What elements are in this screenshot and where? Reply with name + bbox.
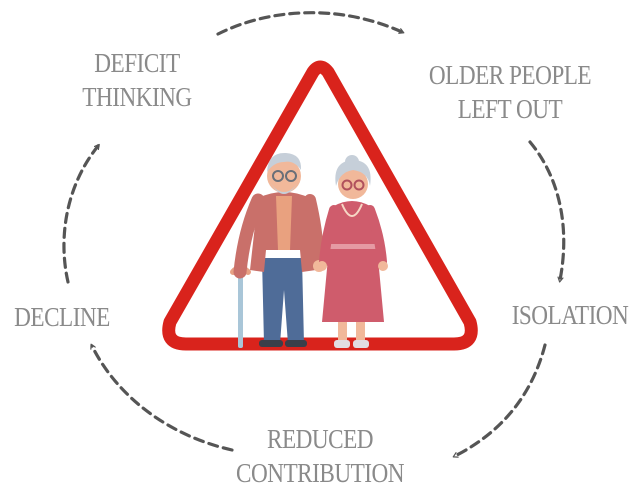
stage-label-line: CONTRIBUTION [236, 458, 404, 488]
elderly-woman [317, 155, 388, 348]
stage-label-isolation: ISOLATION [501, 298, 639, 332]
stage-label-line: OLDER PEOPLE [428, 60, 592, 90]
stage-label-deficit-thinking: DEFICIT THINKING [73, 46, 202, 114]
stage-label-reduced-contribution: REDUCED CONTRIBUTION [217, 422, 423, 490]
arrow-reduced-to-decline [92, 346, 234, 452]
stage-label-line: LEFT OUT [457, 94, 563, 124]
arrow-deficit-to-older [216, 11, 402, 36]
stage-label-line: ISOLATION [511, 300, 629, 330]
elderly-man [230, 152, 325, 348]
stage-label-line: DEFICIT [94, 48, 180, 78]
arrow-decline-to-deficit [62, 146, 98, 284]
arrow-isolation-to-reduced [455, 343, 547, 456]
stage-label-line: REDUCED [266, 424, 374, 454]
elderly-couple-icon [230, 152, 388, 348]
stage-label-line: THINKING [82, 82, 192, 112]
stage-label-older-people-left-out: OLDER PEOPLE LEFT OUT [407, 58, 613, 126]
stage-label-line: DECLINE [14, 302, 110, 332]
stage-label-decline: DECLINE [2, 300, 122, 334]
arrow-older-to-isolation [528, 140, 566, 280]
